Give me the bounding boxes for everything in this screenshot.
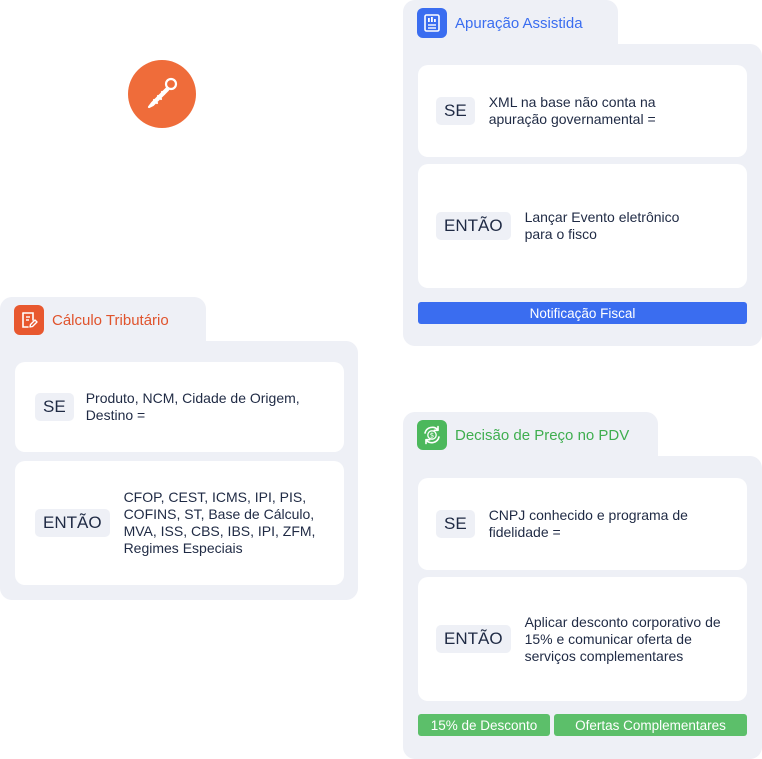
desconto-tag: 15% de Desconto	[418, 714, 550, 736]
calculo-panel: Cálculo Tributário SE Produto, NCM, Cida…	[0, 297, 358, 600]
decisao-se-card: SE CNPJ conhecido e programa de fidelida…	[418, 478, 747, 570]
ofertas-tag: Ofertas Complementares	[554, 714, 747, 736]
decisao-panel-tab: $ Decisão de Preço no PDV	[403, 412, 658, 458]
apuracao-panel: Apuração Assistida SE XML na base não co…	[403, 0, 762, 346]
calculo-title: Cálculo Tributário	[52, 311, 169, 329]
apuracao-entao-card: ENTÃO Lançar Evento eletrônico para o fi…	[418, 164, 747, 288]
svg-text:$: $	[430, 432, 434, 440]
decisao-entao-text: Aplicar desconto corporativo de 15% e co…	[524, 613, 721, 664]
entao-badge: ENTÃO	[436, 625, 511, 653]
calculo-se-card: SE Produto, NCM, Cidade de Origem, Desti…	[15, 362, 344, 452]
decisao-entao-card: ENTÃO Aplicar desconto corporativo de 15…	[418, 577, 747, 701]
document-chart-icon	[417, 8, 447, 38]
se-badge: SE	[35, 393, 74, 421]
se-badge: SE	[436, 510, 475, 538]
entao-badge: ENTÃO	[35, 509, 110, 537]
apuracao-entao-text: Lançar Evento eletrônico para o fisco	[524, 209, 680, 242]
pen-nib-icon	[147, 77, 178, 109]
calculo-entao-card: ENTÃO CFOP, CEST, ICMS, IPI, PIS, COFINS…	[15, 461, 344, 585]
note-edit-icon	[14, 305, 44, 335]
dollar-cycle-icon: $	[417, 420, 447, 450]
postman-logo	[128, 60, 196, 128]
apuracao-title: Apuração Assistida	[455, 14, 583, 32]
decisao-se-text: CNPJ conhecido e programa de fidelidade …	[488, 507, 688, 540]
decisao-panel: $ Decisão de Preço no PDV SE CNPJ conhec…	[403, 412, 762, 759]
se-badge: SE	[436, 97, 475, 125]
entao-badge: ENTÃO	[436, 212, 511, 240]
apuracao-se-text: XML na base não conta na apuração govern…	[488, 94, 656, 127]
calculo-se-text: Produto, NCM, Cidade de Origem, Destino …	[85, 390, 300, 423]
apuracao-se-card: SE XML na base não conta na apuração gov…	[418, 65, 747, 157]
decisao-title: Decisão de Preço no PDV	[455, 426, 630, 444]
calculo-entao-text: CFOP, CEST, ICMS, IPI, PIS, COFINS, ST, …	[123, 489, 316, 556]
calculo-panel-tab: Cálculo Tributário	[0, 297, 206, 343]
notificacao-fiscal-tag: Notificação Fiscal	[418, 302, 747, 324]
apuracao-panel-tab: Apuração Assistida	[403, 0, 618, 46]
